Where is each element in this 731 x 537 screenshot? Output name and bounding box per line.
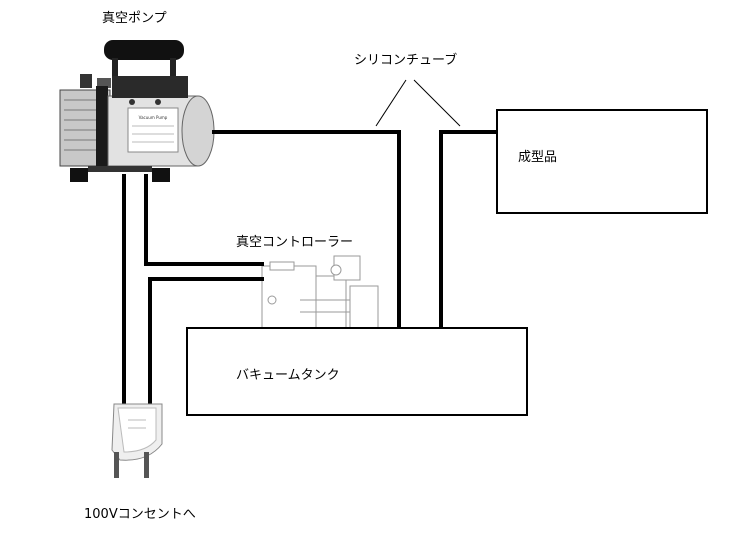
vacuum-tank-label: バキュームタンク (236, 368, 340, 383)
pump-nameplate-text: Vacuum Pump (139, 115, 168, 120)
silicone-tube-label: シリコンチューブ (354, 53, 458, 68)
tube-label-leaders (375, 79, 461, 127)
vacuum-pump-image: Vacuum Pump (59, 40, 215, 182)
tube-pump-to-tank (212, 130, 401, 331)
molded-product-box (496, 109, 708, 214)
controller-cord-bottom (148, 277, 264, 406)
molded-product-label: 成型品 (518, 150, 558, 165)
vacuum-tank-box (186, 327, 528, 416)
tube-product-to-tank (439, 130, 500, 331)
outlet-label: 100Vコンセントへ (84, 507, 196, 522)
connections (122, 130, 500, 406)
power-plug-image (111, 403, 163, 478)
vacuum-controller-image (240, 255, 379, 329)
vacuum-controller-label: 真空コントローラー (236, 235, 354, 250)
vacuum-pump-label: 真空ポンプ (102, 11, 167, 26)
